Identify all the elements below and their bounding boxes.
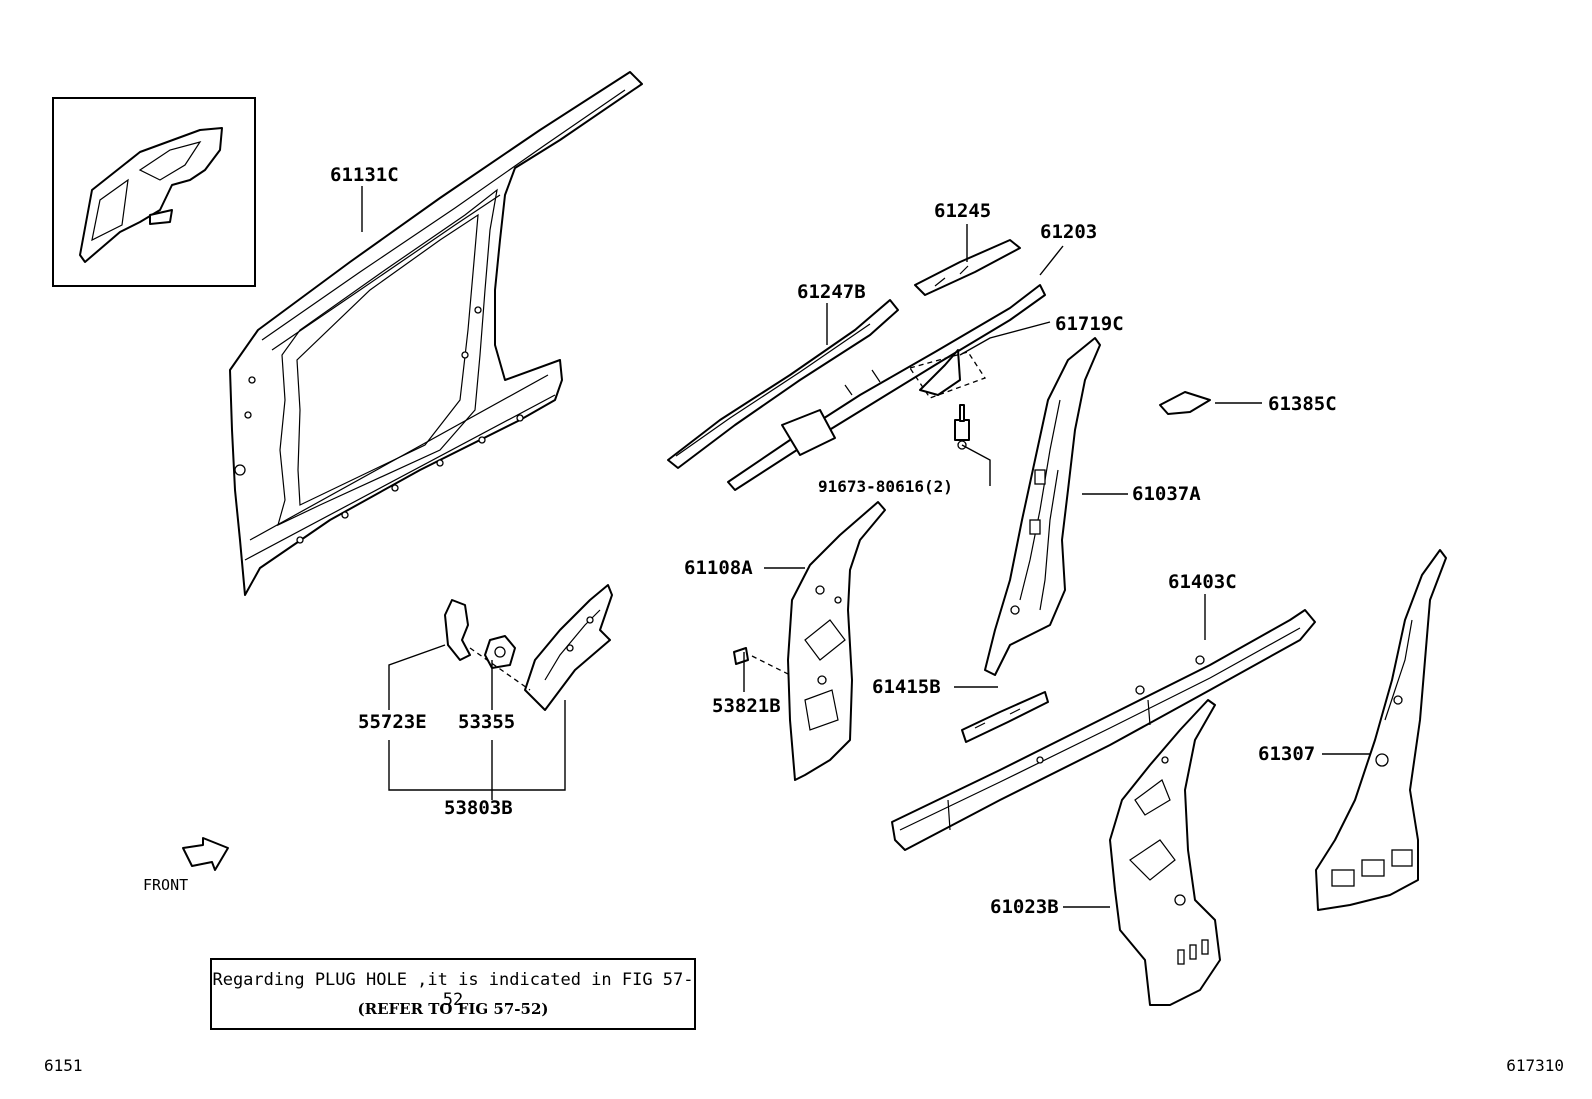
part-61385C[interactable] (1159, 391, 1211, 415)
label-61203: 61203 (1040, 221, 1097, 243)
part-61403C[interactable] (891, 609, 1316, 851)
front-label: FRONT (143, 876, 189, 894)
footer-right-code: 617310 (1506, 1056, 1564, 1075)
footer-left-code: 6151 (44, 1056, 83, 1075)
label-53803B: 53803B (444, 797, 513, 819)
part-53803B[interactable] (469, 584, 613, 711)
front-arrow-icon (182, 837, 229, 871)
label-61719C: 61719C (1055, 313, 1124, 335)
label-61403C: 61403C (1168, 571, 1237, 593)
part-61307[interactable] (1315, 549, 1447, 911)
plug-hole-note: Regarding PLUG HOLE ,it is indicated in … (210, 958, 696, 1030)
leader-lines (361, 186, 1370, 908)
part-61719C[interactable] (908, 349, 986, 399)
part-61415B[interactable] (961, 691, 1049, 743)
part-61131C[interactable] (229, 71, 643, 596)
label-55723E: 55723E (358, 711, 427, 733)
label-91673-80616: 91673-80616(2) (818, 477, 953, 496)
label-61247B: 61247B (797, 281, 866, 303)
label-61385C: 61385C (1268, 393, 1337, 415)
part-91673-80616[interactable] (954, 404, 970, 450)
part-53821B[interactable] (733, 647, 791, 676)
part-61247B[interactable] (667, 299, 899, 469)
label-61307: 61307 (1258, 743, 1315, 765)
part-61245[interactable] (914, 239, 1021, 296)
part-55723E[interactable] (444, 599, 471, 661)
note-reference: (REFER TO FIG 57-52) (357, 1000, 549, 1018)
label-53355: 53355 (458, 711, 515, 733)
part-61037A[interactable] (984, 337, 1101, 676)
note-text: Regarding PLUG HOLE ,it is indicated in … (212, 970, 694, 1010)
part-53355[interactable] (484, 635, 516, 669)
inset-overview (52, 97, 256, 287)
label-53821B: 53821B (712, 695, 781, 717)
part-61108A[interactable] (787, 501, 886, 781)
label-61131C: 61131C (330, 164, 399, 186)
label-61415B: 61415B (872, 676, 941, 698)
label-61023B: 61023B (990, 896, 1059, 918)
label-61108A: 61108A (684, 557, 753, 579)
part-61203[interactable] (727, 284, 1046, 491)
part-61023B[interactable] (1109, 699, 1221, 1006)
label-61245: 61245 (934, 200, 991, 222)
label-61037A: 61037A (1132, 483, 1201, 505)
